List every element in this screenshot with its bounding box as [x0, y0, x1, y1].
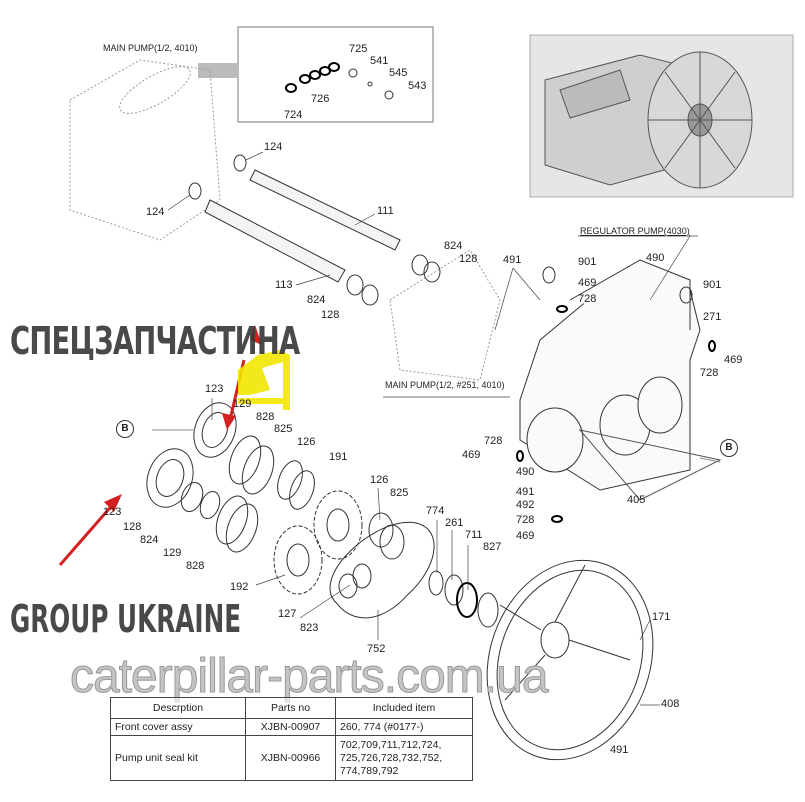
column-header: Descrption	[110, 697, 246, 719]
cell-parts-no: XJBN-00966	[245, 735, 336, 781]
view-marker-b: B	[720, 439, 738, 457]
front-cover-171	[486, 559, 654, 761]
cell-included: 702,709,711,712,724, 725,726,728,732,752…	[335, 735, 473, 781]
brand-watermark-line1: СПЕЦЗАПЧАСТИНА	[10, 319, 300, 363]
table-row: Front cover assy XJBN-00907 260, 774 (#0…	[110, 718, 473, 736]
column-header: Parts no	[245, 697, 336, 719]
part-label: 728	[700, 367, 719, 379]
part-label: 825	[274, 423, 293, 435]
part-label: 128	[459, 253, 478, 265]
part-label: 491	[503, 254, 522, 266]
part-label: 490	[646, 252, 665, 264]
part-label: 827	[483, 541, 502, 553]
view-marker-b: B	[116, 420, 134, 438]
main-pump-ghost	[69, 59, 501, 381]
part-label: 128	[123, 521, 142, 533]
pump-photo-render	[544, 51, 753, 189]
part-label: 126	[370, 474, 389, 486]
pump-housing	[519, 259, 701, 491]
part-label: 469	[724, 354, 743, 366]
cell-parts-no: XJBN-00907	[245, 718, 336, 736]
part-label: 261	[445, 517, 464, 529]
part-label: 901	[578, 256, 597, 268]
part-label: 541	[370, 55, 389, 67]
url-watermark: caterpillar-parts.com.ua	[70, 650, 550, 703]
part-label: 405	[627, 494, 646, 506]
part-label: 728	[484, 435, 503, 447]
part-label: 728	[516, 514, 535, 526]
part-label: 543	[408, 80, 427, 92]
rings	[180, 435, 315, 553]
caption-regulator-pump: REGULATOR PUMP(4030)	[580, 226, 690, 236]
part-label: 901	[703, 279, 722, 291]
brand-watermark-line2: GROUP UKRAINE	[10, 597, 242, 641]
part-label: 171	[652, 611, 671, 623]
part-label: 127	[278, 608, 297, 620]
part-label: 774	[426, 505, 445, 517]
part-label: 123	[205, 383, 224, 395]
part-label: 124	[146, 206, 165, 218]
part-label: 728	[578, 293, 597, 305]
part-label: 128	[321, 309, 340, 321]
part-label: 752	[367, 643, 386, 655]
part-label: 724	[284, 109, 303, 121]
caption-main-pump-251: MAIN PUMP(1/2, #251, 4010)	[385, 380, 505, 390]
part-label: 126	[297, 436, 316, 448]
part-label: 490	[516, 466, 535, 478]
part-label: 823	[300, 622, 319, 634]
part-label: 726	[311, 93, 330, 105]
part-label: 129	[233, 398, 252, 410]
part-label: 129	[163, 547, 182, 559]
part-label: 271	[703, 311, 722, 323]
part-label: 469	[578, 277, 597, 289]
brand-logo	[238, 350, 290, 410]
part-label: 192	[230, 581, 249, 593]
gasket-752	[329, 512, 435, 619]
part-label: 491	[610, 744, 629, 756]
part-label: 469	[462, 449, 481, 461]
cell-description: Pump unit seal kit	[110, 735, 246, 781]
part-label: 725	[349, 43, 368, 55]
leader-lines	[167, 151, 698, 706]
part-label: 828	[186, 560, 205, 572]
part-label: 824	[140, 534, 159, 546]
part-label: 113	[275, 279, 293, 291]
part-label: 824	[444, 240, 463, 252]
part-label: 124	[264, 141, 283, 153]
cell-description: Front cover assy	[110, 718, 246, 736]
part-label: 825	[390, 487, 409, 499]
bearings	[146, 402, 237, 508]
part-label: 123	[103, 506, 122, 518]
part-label: 711	[465, 529, 483, 541]
shaft-113	[204, 199, 346, 283]
part-label: 111	[377, 205, 394, 217]
cell-included: 260, 774 (#0177-)	[335, 718, 473, 736]
table-header-row: Descrption Parts no Included item	[110, 697, 473, 719]
gears	[273, 490, 363, 595]
caption-main-pump: MAIN PUMP(1/2, 4010)	[103, 43, 198, 53]
included-parts-table: Descrption Parts no Included item Front …	[110, 697, 473, 781]
part-label: 191	[329, 451, 348, 463]
part-label: 492	[516, 499, 535, 511]
part-label: 469	[516, 530, 535, 542]
table-row: Pump unit seal kit XJBN-00966 702,709,71…	[110, 735, 473, 781]
column-header: Included item	[335, 697, 473, 719]
part-label: 828	[256, 411, 275, 423]
part-label: 824	[307, 294, 326, 306]
part-label: 491	[516, 486, 535, 498]
shaft-111	[249, 169, 401, 251]
part-label: 545	[389, 67, 408, 79]
part-label: 408	[661, 698, 680, 710]
